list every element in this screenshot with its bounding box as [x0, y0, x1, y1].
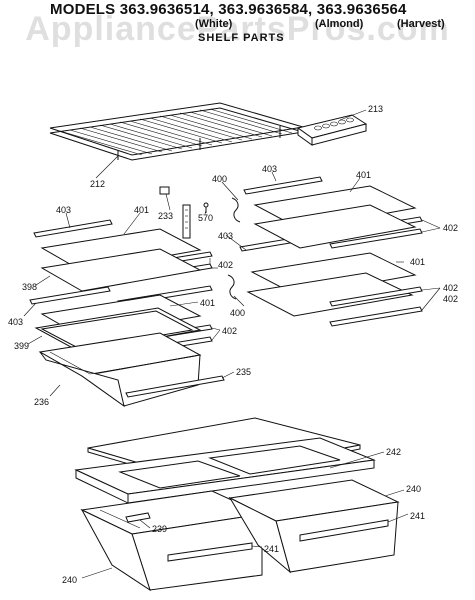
callout-403-left-bottom: 403 [8, 317, 23, 327]
drawer-handle-241-right[interactable] [299, 519, 389, 542]
left-shelf-stack [29, 219, 213, 357]
wire-shelf-212[interactable] [49, 102, 304, 161]
shelf-frame-399[interactable] [34, 307, 202, 353]
egg-bin-213[interactable] [296, 114, 368, 146]
crisper-frame[interactable] [74, 437, 376, 504]
callout-240-left: 240 [62, 575, 77, 585]
callout-403-right-top: 403 [262, 164, 277, 174]
diagram-subtitle: SHELF PARTS [198, 32, 285, 44]
crisper-drawer-240-right[interactable] [228, 479, 400, 574]
callout-239: 239 [152, 524, 167, 534]
glass-shelf-right-bottom-2[interactable] [246, 272, 414, 317]
color-almond-label: (Almond) [315, 18, 364, 30]
callout-398: 398 [22, 282, 37, 292]
callout-213: 213 [368, 104, 383, 114]
callout-402-right-top: 402 [443, 223, 458, 233]
trim-403-left-bottom[interactable] [29, 286, 111, 305]
callout-570: 570 [198, 213, 213, 223]
callout-240-right: 240 [406, 484, 421, 494]
callout-401-right-top: 401 [356, 170, 371, 180]
drawer-handle-241-left[interactable] [167, 542, 253, 562]
callout-401-right-mid: 401 [410, 257, 425, 267]
callout-241-right: 241 [410, 511, 425, 521]
callout-402-right-bottom: 402 [443, 283, 458, 293]
callout-400-top: 400 [212, 174, 227, 184]
rail-402-right-b[interactable] [329, 228, 423, 249]
color-harvest-label: (Harvest) [397, 18, 445, 30]
drawer-236[interactable] [38, 332, 202, 408]
rail-235[interactable] [125, 375, 225, 398]
callout-212: 212 [90, 179, 105, 189]
leader-lines [23, 109, 441, 579]
latch-239[interactable] [125, 512, 151, 523]
callout-241-left: 241 [264, 544, 279, 554]
color-white-label: (White) [195, 18, 233, 30]
callout-400-bottom: 400 [230, 308, 245, 318]
trim-403-right-top[interactable] [243, 176, 323, 195]
callout-235: 235 [236, 367, 251, 377]
models-title: MODELS 363.9636514, 363.9636584, 363.963… [50, 1, 407, 18]
callout-402-left-bottom: 402 [222, 326, 237, 336]
callout-242: 242 [386, 447, 401, 457]
glass-shelf-398[interactable] [40, 248, 202, 292]
trim-403-left-top[interactable] [33, 219, 113, 238]
shelf-bracket-233[interactable] [159, 186, 191, 239]
callout-399: 399 [14, 341, 29, 351]
callout-403-right-mid: 403 [218, 231, 233, 241]
callout-233: 233 [158, 211, 173, 221]
callout-403-left-top: 403 [56, 205, 71, 215]
bracket-400-top[interactable] [231, 197, 241, 223]
callout-402-right-extra: 402 [443, 294, 458, 304]
callout-401-left-bottom: 401 [200, 298, 215, 308]
crisper-drawer-240-left[interactable] [80, 490, 264, 592]
callout-402-left-top: 402 [218, 260, 233, 270]
callout-236: 236 [34, 397, 49, 407]
right-shelf-stack [227, 176, 423, 327]
glass-shelf-401-right-mid[interactable] [253, 204, 417, 249]
rail-402-right-c[interactable] [329, 286, 423, 307]
rail-402-right-d[interactable] [329, 306, 423, 327]
bracket-400-bottom[interactable] [227, 274, 237, 300]
screw-570[interactable] [203, 202, 209, 213]
callout-401-left-top: 401 [134, 205, 149, 215]
